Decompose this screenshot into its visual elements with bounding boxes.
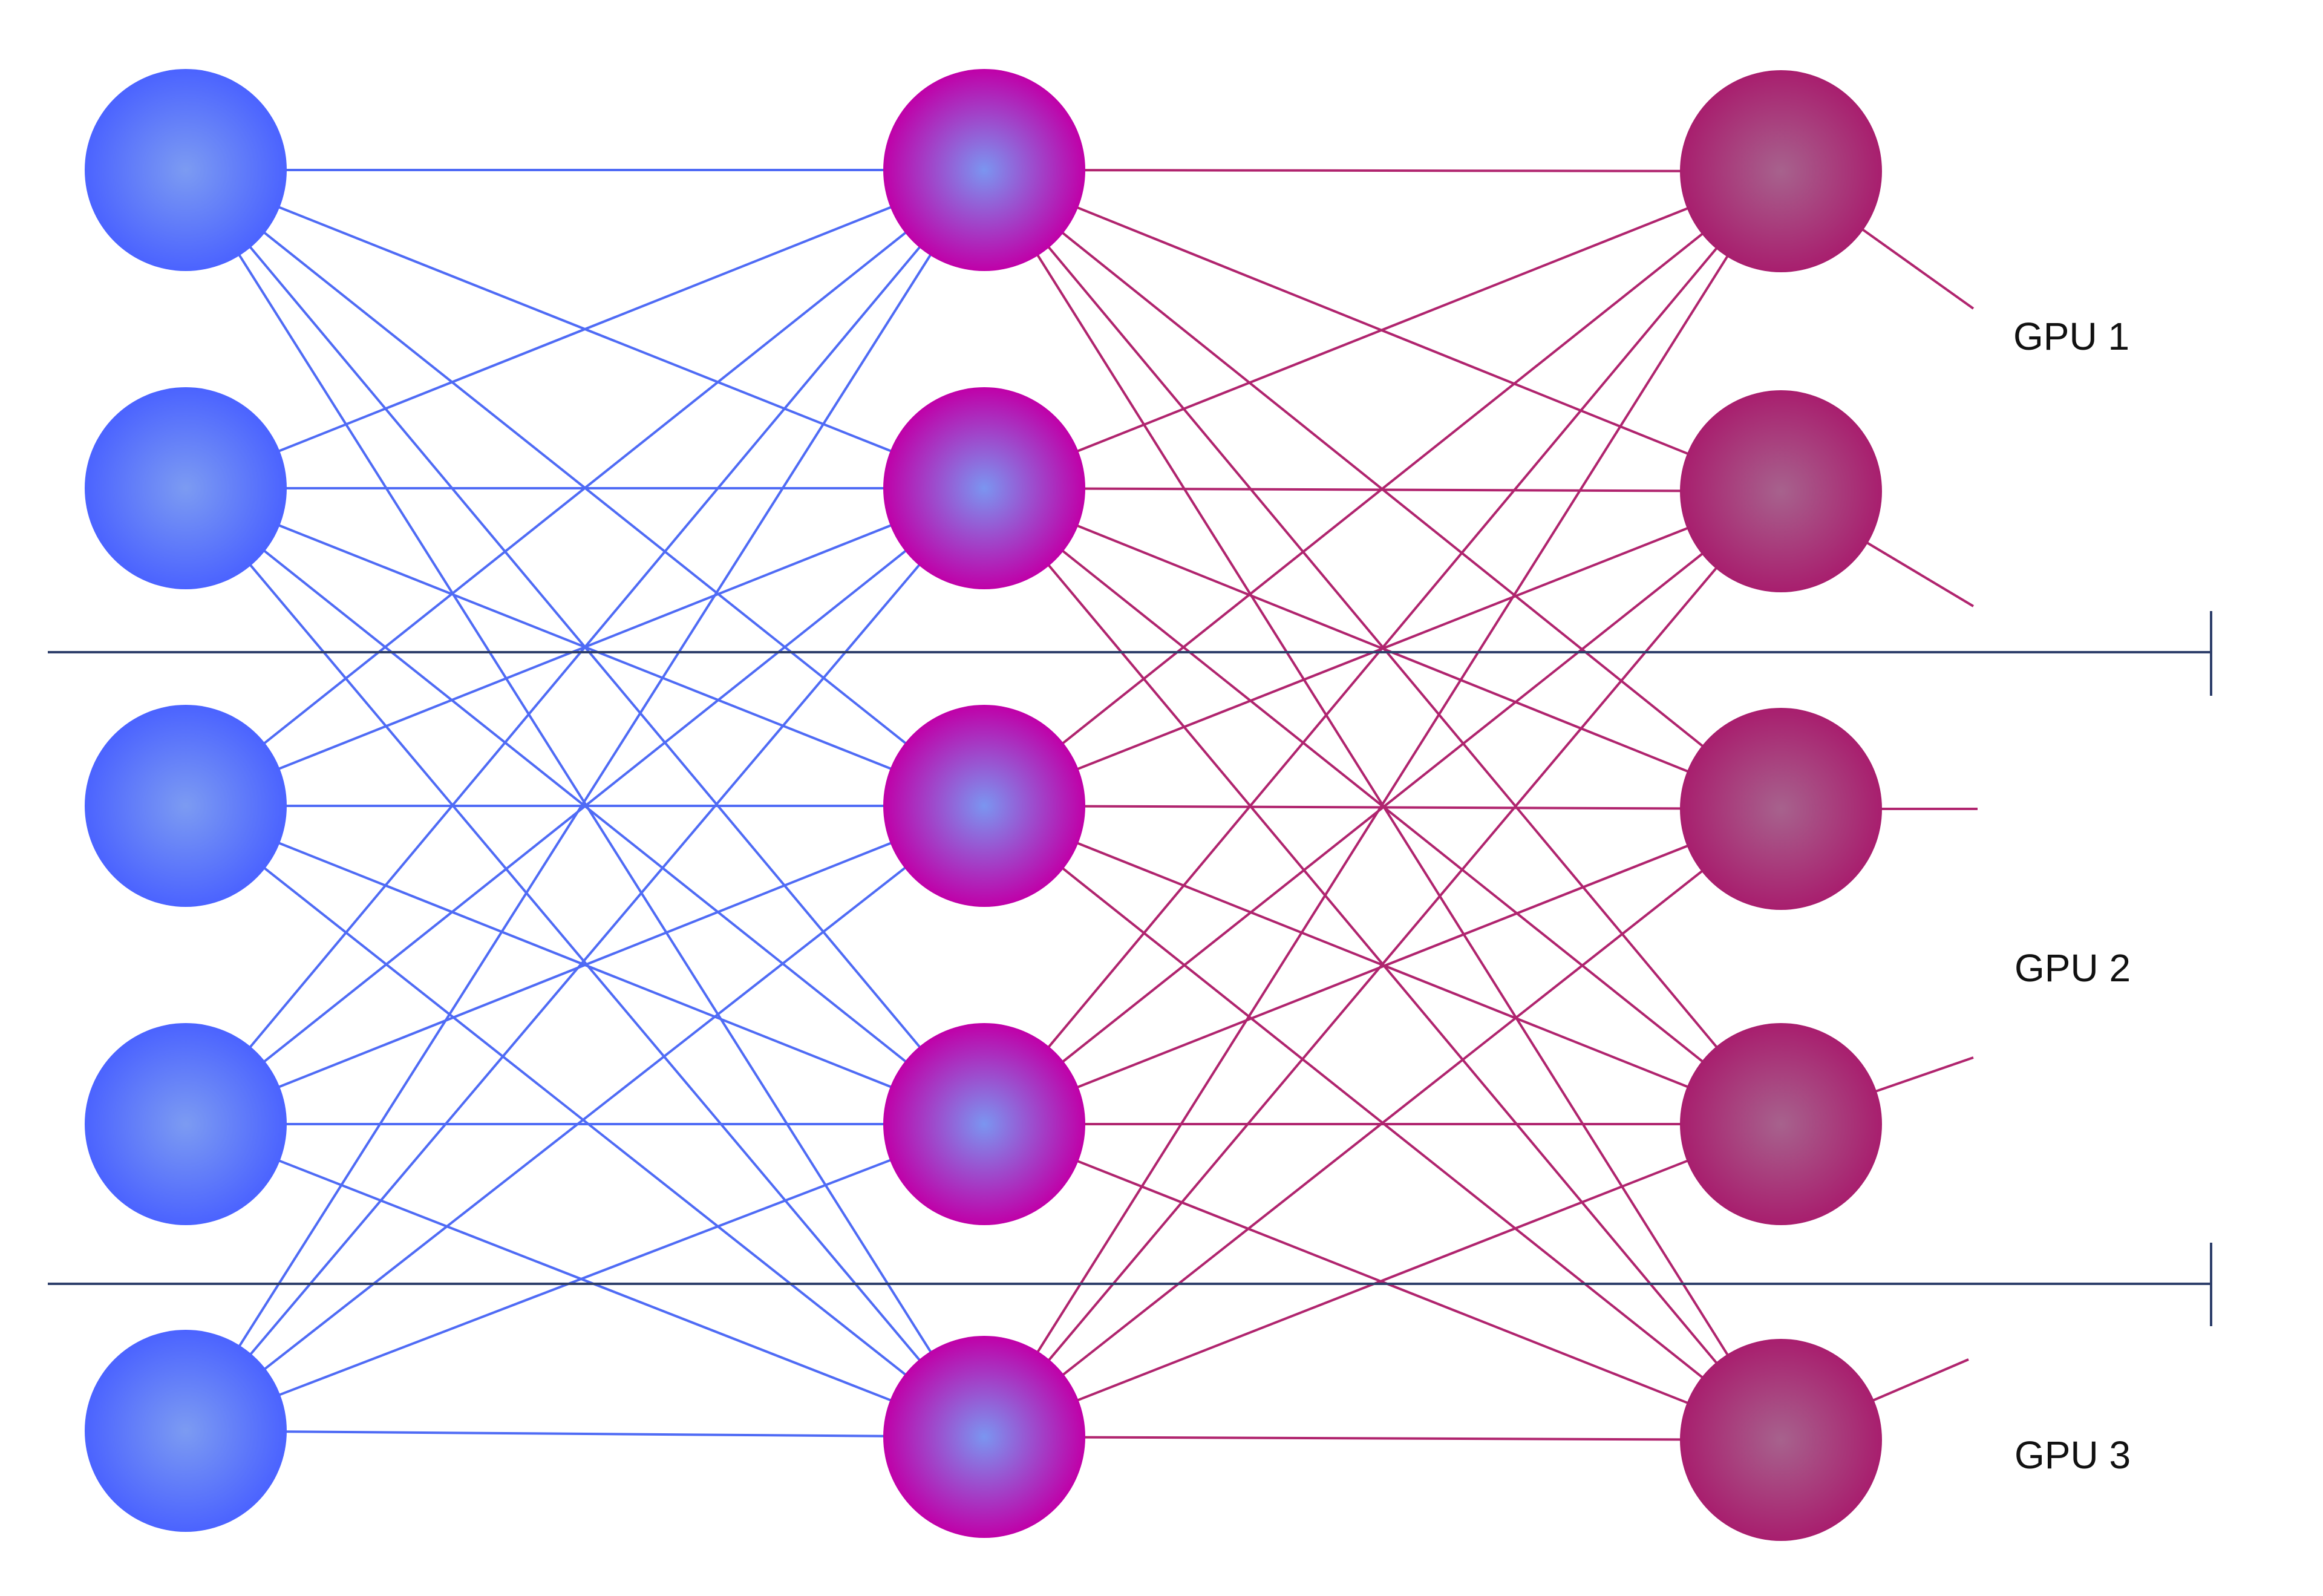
connection-edge: [1082, 169, 1683, 172]
connection-edge: [248, 244, 922, 1050]
connection-edge: [276, 841, 894, 1089]
connection-edge: [284, 1430, 886, 1437]
connection-edge: [277, 1158, 893, 1397]
connection-edge: [1060, 869, 1705, 1377]
hidden-node-2: [883, 387, 1085, 589]
connection-edge: [1047, 246, 1719, 1050]
connection-edge: [262, 866, 908, 1377]
connection-edge: [248, 563, 922, 1356]
network-nodes: [85, 69, 1882, 1541]
input-node-1: [85, 69, 287, 271]
connection-edge: [1036, 253, 1730, 1355]
connection-edge: [1082, 1436, 1683, 1441]
hidden-output-connections: [1035, 169, 1730, 1441]
connection-edge: [1075, 206, 1690, 453]
gpu-partition-dividers: [48, 611, 2212, 1326]
input-node-2: [85, 387, 287, 589]
output-node-4: [1680, 1023, 1882, 1225]
gpu-1-label: GPU 1: [2013, 315, 2129, 358]
connection-edge: [1075, 844, 1690, 1089]
output-edge: [1860, 227, 1975, 310]
output-node-5: [1680, 1339, 1882, 1541]
connection-edge: [263, 865, 907, 1372]
connection-edge: [277, 1159, 893, 1402]
connection-edge: [262, 548, 908, 1064]
connection-edge: [1060, 551, 1705, 1064]
connection-edge: [1047, 566, 1719, 1362]
output-edge: [1874, 1056, 1974, 1093]
input-node-3: [85, 705, 287, 907]
gpu-2-label: GPU 2: [2014, 946, 2131, 990]
connection-edge: [237, 252, 933, 1349]
hidden-node-4: [883, 1023, 1085, 1225]
output-node-3: [1680, 708, 1882, 910]
output-node-1: [1680, 70, 1882, 272]
connection-edge: [1060, 231, 1705, 746]
output-node-2: [1680, 390, 1882, 592]
output-edge: [1871, 1358, 1969, 1402]
hidden-node-1: [883, 69, 1085, 271]
gpu-3-label: GPU 3: [2014, 1433, 2131, 1477]
connection-edge: [262, 230, 908, 746]
connection-edge: [1075, 1159, 1690, 1405]
output-connections: [1860, 227, 1978, 1402]
connection-edge: [248, 563, 922, 1362]
input-node-5: [85, 1330, 287, 1532]
hidden-node-5: [883, 1336, 1085, 1538]
connection-edge: [237, 252, 933, 1355]
connection-edge: [276, 205, 894, 453]
input-node-4: [85, 1023, 287, 1225]
input-hidden-connections: [237, 169, 933, 1437]
output-edge: [1864, 540, 1975, 607]
hidden-node-3: [883, 705, 1085, 907]
connection-edge: [1075, 1159, 1690, 1402]
